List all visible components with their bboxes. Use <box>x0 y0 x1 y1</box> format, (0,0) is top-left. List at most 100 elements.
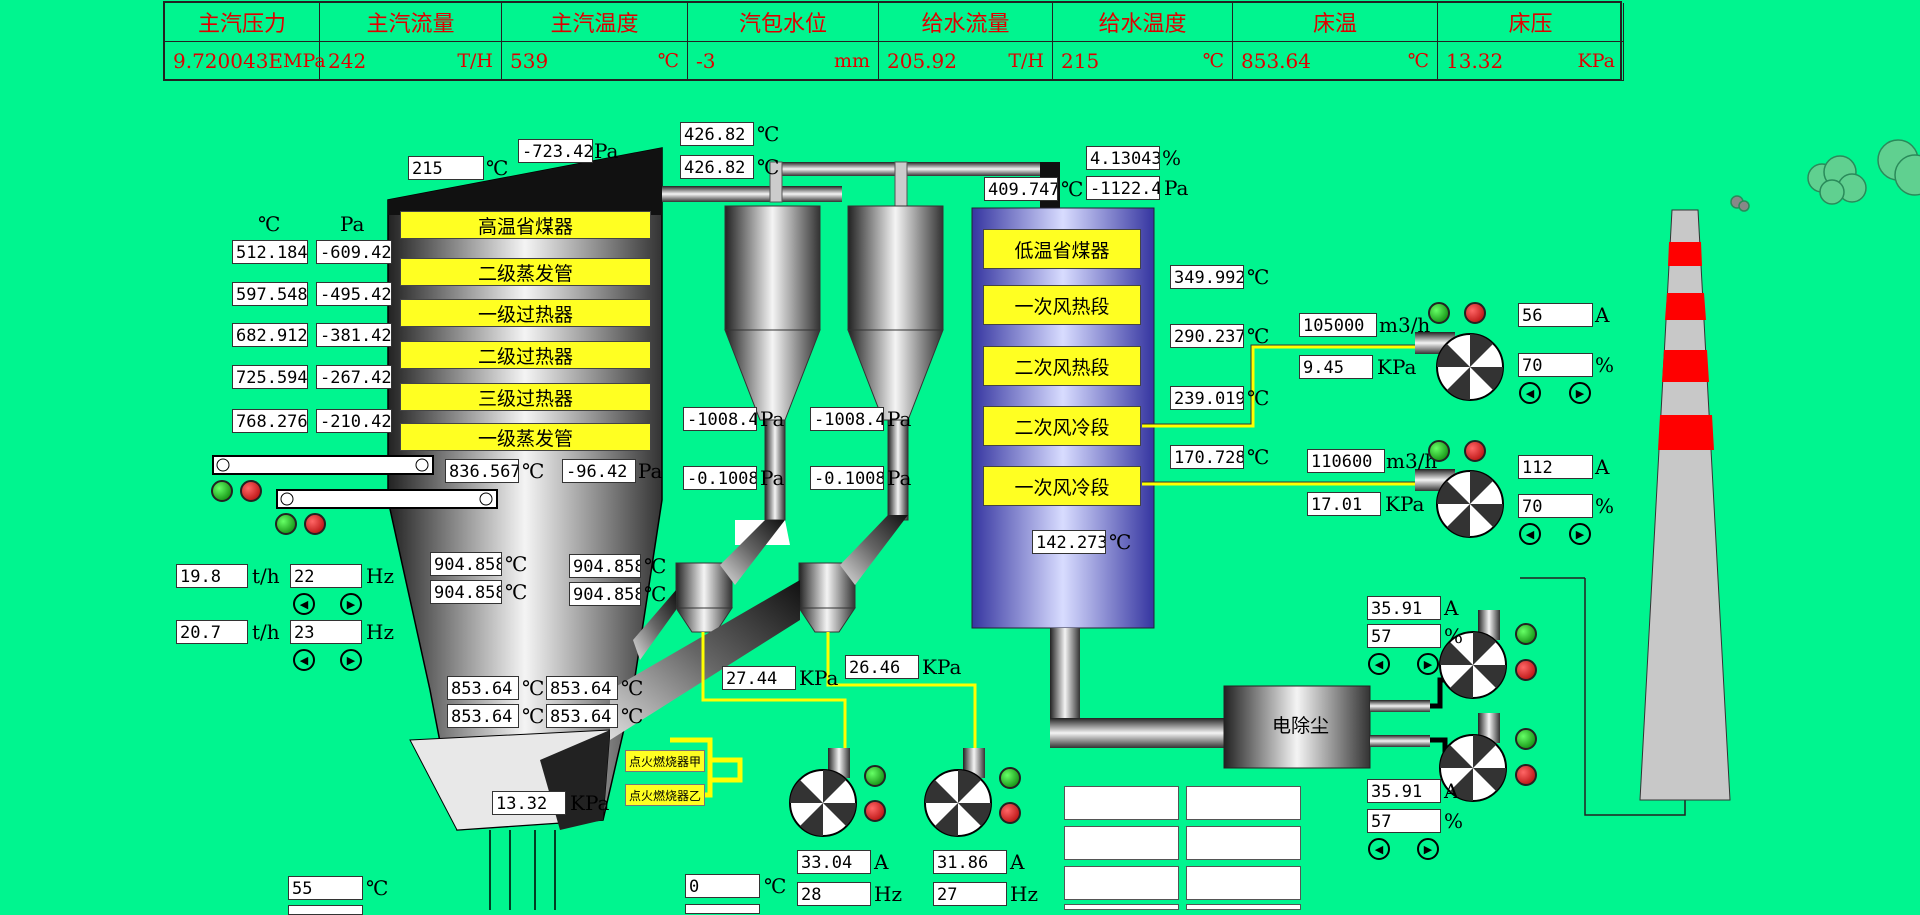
side-temp: 768.276 <box>232 409 308 433</box>
header-title: 汽包水位 <box>688 3 879 42</box>
unit-label: ℃ <box>505 552 528 576</box>
feeder-1-hz[interactable]: 22 <box>290 564 362 588</box>
unit-label: Hz <box>366 620 394 644</box>
idf-2-increase-icon[interactable]: ▶ <box>1417 838 1439 860</box>
idf-2-pct[interactable]: 57 <box>1367 809 1441 833</box>
unit-label: ℃ <box>1247 445 1270 469</box>
secondary-fan-decrease-icon[interactable]: ◀ <box>1519 523 1541 545</box>
fan-idf-1 <box>1439 610 1507 699</box>
feeder-1-flow: 19.8 <box>176 564 248 588</box>
loop-fan-2-run-lamp[interactable] <box>999 767 1021 789</box>
idf-2-run-lamp[interactable] <box>1515 728 1537 750</box>
unit-label: Pa <box>594 139 619 163</box>
header-title: 给水温度 <box>1053 3 1233 42</box>
secondary-air-flow: 110600 <box>1307 449 1385 473</box>
fan-idf-2 <box>1439 713 1507 802</box>
unit-label: Pa <box>887 407 912 431</box>
blank-panel <box>1186 826 1301 860</box>
cyclone-top-temp: 426.82 <box>680 122 754 146</box>
idf-1-increase-icon[interactable]: ▶ <box>1417 653 1439 675</box>
burner-a-label: 点火燃烧器甲 <box>625 750 705 772</box>
secondary-fan-stop-lamp[interactable] <box>1464 440 1486 462</box>
feeder-1-stop-lamp[interactable] <box>240 480 262 502</box>
feeder-2-stop-lamp[interactable] <box>304 513 326 535</box>
unit-label: ℃ <box>1061 177 1084 201</box>
feeder-1-decrease-icon[interactable]: ◀ <box>293 593 315 615</box>
feeder-2-hz[interactable]: 23 <box>290 620 362 644</box>
unit-label: ℃ <box>1247 386 1270 410</box>
unit-label: KPa <box>570 791 610 815</box>
secondary-fan-run-lamp[interactable] <box>1428 440 1450 462</box>
loop-fan-2-stop-lamp[interactable] <box>999 802 1021 824</box>
feeder-2-decrease-icon[interactable]: ◀ <box>293 649 315 671</box>
loop-seal-press: 26.46 <box>845 655 919 679</box>
cyclone-b <box>798 205 944 633</box>
cyclone-b-press: -1008.4 <box>810 407 884 431</box>
column-header: Pa <box>340 212 365 236</box>
feeder-2-run-lamp[interactable] <box>275 513 297 535</box>
cyclone-top-temp: 426.82 <box>680 155 754 179</box>
idf-2-stop-lamp[interactable] <box>1515 764 1537 786</box>
backpass-inlet-temp: 409.747 <box>984 177 1058 201</box>
header-title: 主汽流量 <box>320 3 502 42</box>
section-label: 高温省煤器 <box>400 211 651 239</box>
unit-label: ℃ <box>1109 530 1132 554</box>
loop-fan-2-hz[interactable]: 27 <box>933 882 1007 906</box>
unit-label: % <box>1595 353 1615 377</box>
idf-1-stop-lamp[interactable] <box>1515 659 1537 681</box>
loop-fan-1-stop-lamp[interactable] <box>864 800 886 822</box>
primary-fan-stop-lamp[interactable] <box>1464 302 1486 324</box>
unit-label: ℃ <box>757 155 780 179</box>
idf-2-decrease-icon[interactable]: ◀ <box>1368 838 1390 860</box>
bottom-temp-1b <box>288 905 363 915</box>
backpass-temp: 290.237 <box>1170 324 1244 348</box>
idf-1-decrease-icon[interactable]: ◀ <box>1368 653 1390 675</box>
unit-label: ℃ <box>621 676 644 700</box>
unit-label: ℃ <box>522 459 545 483</box>
header-title: 床温 <box>1233 3 1438 42</box>
fan-secondary <box>1415 469 1504 538</box>
idf-1-pct[interactable]: 57 <box>1367 624 1441 648</box>
backpass-temp: 239.019 <box>1170 386 1244 410</box>
unit-label: Hz <box>366 564 394 588</box>
side-press: -267.42 <box>316 365 392 389</box>
unit-label: KPa <box>1377 355 1417 379</box>
esp-body <box>1223 685 1371 769</box>
unit-label: Pa <box>638 459 663 483</box>
side-press: -495.42 <box>316 282 392 306</box>
unit-label: KPa <box>1385 492 1425 516</box>
unit-label: ℃ <box>366 876 389 900</box>
secondary-fan-increase-icon[interactable]: ▶ <box>1569 523 1591 545</box>
cyclone-b-press: -0.1008 <box>810 466 884 490</box>
feeder-2-increase-icon[interactable]: ▶ <box>340 649 362 671</box>
blank-panel <box>1064 826 1179 860</box>
primary-fan-pct[interactable]: 70 <box>1518 353 1593 377</box>
backpass-outlet-temp: 142.273 <box>1032 530 1106 554</box>
section-label: 一次风热段 <box>983 285 1141 325</box>
idf-1-run-lamp[interactable] <box>1515 623 1537 645</box>
primary-fan-run-lamp[interactable] <box>1428 302 1450 324</box>
fan-loop-2 <box>924 748 992 837</box>
feeder-1-run-lamp[interactable] <box>211 480 233 502</box>
primary-fan-increase-icon[interactable]: ▶ <box>1569 382 1591 404</box>
section-label: 一级过热器 <box>400 299 651 327</box>
unit-label: ℃ <box>1247 265 1270 289</box>
lower-temp: 853.64 <box>546 704 618 728</box>
unit-label: t/h <box>252 564 280 588</box>
furnace-top-temp: 215 <box>408 156 484 180</box>
blank-panel <box>1186 866 1301 900</box>
side-temp: 682.912 <box>232 323 308 347</box>
feeder-1-increase-icon[interactable]: ▶ <box>340 593 362 615</box>
unit-label: % <box>1444 624 1464 648</box>
unit-label: ℃ <box>522 676 545 700</box>
blank-panel <box>1064 904 1179 910</box>
loop-fan-1-run-lamp[interactable] <box>864 765 886 787</box>
unit-label: m3/h <box>1379 313 1431 337</box>
unit-label: ℃ <box>757 122 780 146</box>
secondary-fan-pct[interactable]: 70 <box>1518 494 1593 518</box>
side-press: -609.42 <box>316 240 392 264</box>
loop-fan-1-hz[interactable]: 28 <box>797 882 871 906</box>
section-label: 二次风冷段 <box>983 406 1141 446</box>
primary-fan-decrease-icon[interactable]: ◀ <box>1519 382 1541 404</box>
header-title: 主汽压力 <box>165 3 320 42</box>
